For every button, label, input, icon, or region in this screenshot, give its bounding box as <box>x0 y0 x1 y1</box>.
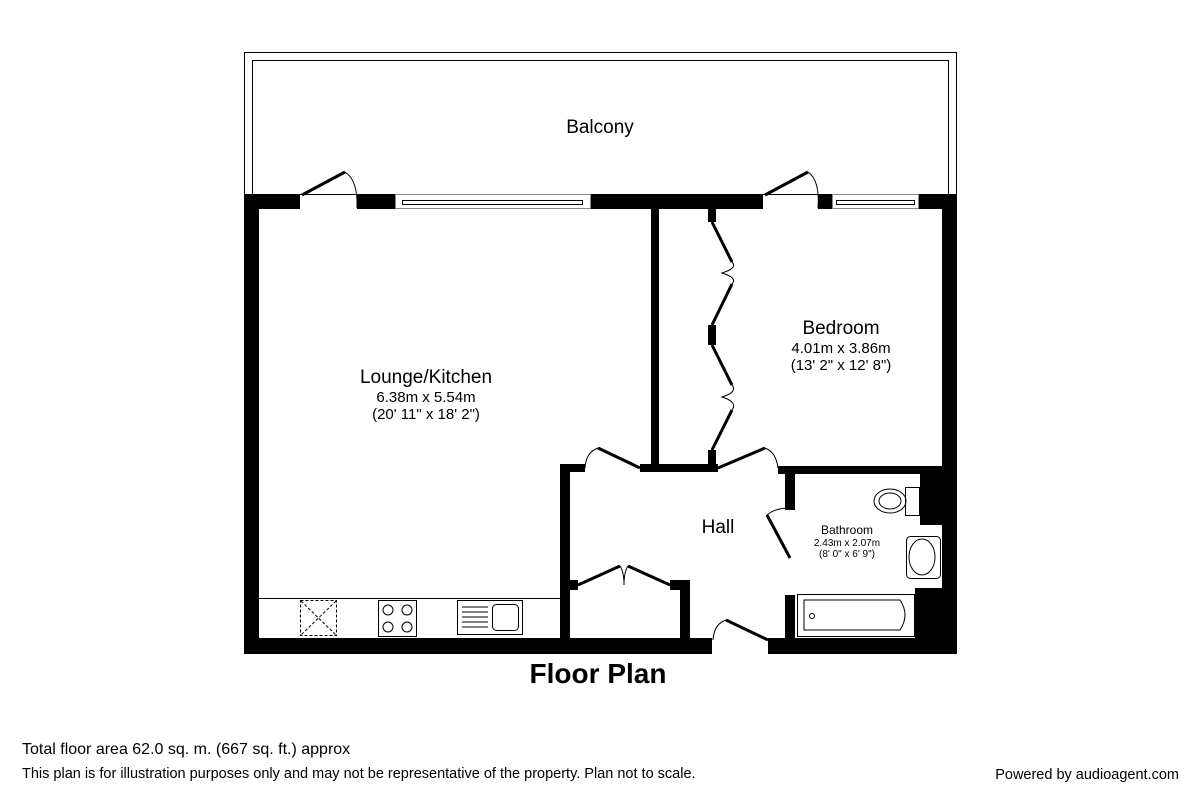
disclaimer: This plan is for illustration purposes o… <box>22 766 696 782</box>
room-name: Lounge/Kitchen <box>359 367 493 388</box>
room-dimensions-metric: 2.43m x 2.07m <box>813 537 881 549</box>
room-dimensions-imperial: (13' 2" x 12' 8") <box>790 357 892 375</box>
powered-by: Powered by audioagent.com <box>995 767 1179 783</box>
hob-icon <box>378 600 417 637</box>
room-dimensions-metric: 6.38m x 5.54m <box>376 388 476 406</box>
windows <box>395 194 919 209</box>
room-dimensions-imperial: (8' 0" x 6' 9") <box>819 549 875 561</box>
doors <box>301 170 819 642</box>
hall-label: Hall <box>701 517 735 538</box>
room-dimensions-imperial: (20' 11" x 18' 2") <box>372 406 480 424</box>
toilet-icon <box>873 487 920 516</box>
walls <box>244 194 957 654</box>
total-floor-area: Total floor area 62.0 sq. m. (667 sq. ft… <box>22 741 351 758</box>
plan-title: Floor Plan <box>529 658 667 689</box>
bath-icon <box>797 594 915 637</box>
fixtures <box>259 487 941 637</box>
room-dimensions-metric: 4.01m x 3.86m <box>791 339 891 357</box>
room-name: Bedroom <box>802 318 880 339</box>
room-name: Bathroom <box>820 523 874 537</box>
lounge-kitchen-label: Lounge/Kitchen 6.38m x 5.54m (20' 11" x … <box>360 367 492 423</box>
fridge-icon <box>300 600 337 636</box>
bedroom-label: Bedroom 4.01m x 3.86m (13' 2" x 12' 8") <box>791 318 892 374</box>
sink-icon <box>457 600 523 635</box>
bathroom-label: Bathroom 2.43m x 2.07m (8' 0" x 6' 9") <box>813 523 881 561</box>
basin-icon <box>906 536 941 579</box>
balcony-label: Balcony <box>566 117 634 138</box>
